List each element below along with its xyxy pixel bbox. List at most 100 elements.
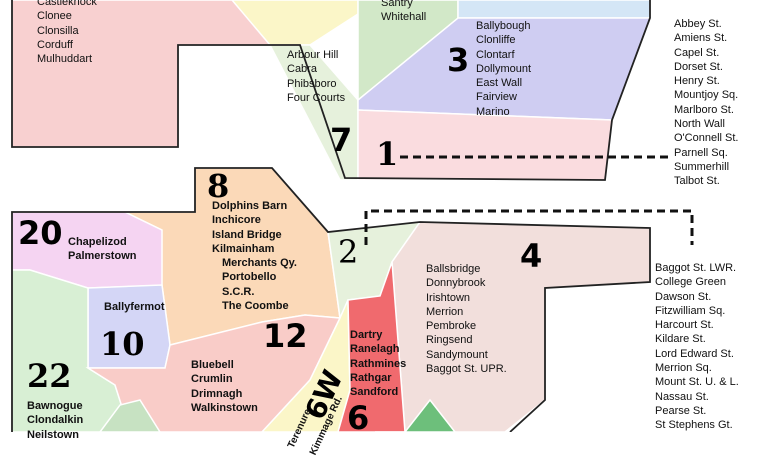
place-label: Sandymount — [426, 348, 488, 361]
district-14-region[interactable] — [375, 398, 456, 432]
district-9-places: Santry Whitehall — [381, 0, 426, 25]
place-label: Dollymount — [476, 62, 532, 75]
district-10-number: 10 — [100, 325, 145, 363]
district-3-number: 3 — [447, 41, 470, 79]
district-3-places: Ballybough Clonliffe Clontarf Dollymount… — [476, 19, 531, 119]
place-label: Cabra — [287, 63, 317, 76]
place-label: Arbour Hill — [287, 49, 339, 61]
street-label: Summerhill — [674, 160, 730, 173]
street-label: Harcourt St. — [655, 319, 714, 332]
place-label: Inchicore — [212, 214, 261, 227]
street-label: College Green — [655, 276, 726, 289]
place-label: Four Courts — [287, 91, 346, 104]
district-6-region[interactable] — [337, 261, 406, 432]
place-label: Rathgar — [350, 371, 392, 384]
place-label: Fairview — [476, 91, 517, 104]
street-label: O'Connell St. — [674, 132, 739, 145]
district-10-places: Ballyfermot — [104, 300, 165, 314]
place-label: Clontarf — [476, 48, 515, 61]
district-1-street-list: Abbey St. Amiens St. Capel St. Dorset St… — [674, 17, 738, 189]
place-label: Palmerstown — [68, 250, 137, 263]
place-label: Drimnagh — [191, 387, 243, 400]
district-7-number: 7 — [330, 121, 353, 159]
place-label: Bawnogue — [27, 400, 83, 412]
place-label: Dolphins Barn — [212, 200, 288, 212]
district-8-places: Dolphins Barn Inchicore Island Bridge Ki… — [212, 199, 297, 313]
district-4-places: Ballsbridge Donnybrook Irishtown Merrion… — [426, 262, 507, 376]
place-label: Portobello — [222, 271, 277, 284]
district-11-region[interactable] — [231, 0, 359, 46]
place-label: Merchants Qy. — [222, 257, 297, 270]
place-label: Chapelizod — [68, 236, 127, 248]
place-label: Ballybough — [476, 20, 531, 32]
street-label: North Wall — [674, 118, 725, 131]
street-label: Dawson St. — [655, 290, 712, 303]
district-4-number: 4 — [520, 237, 543, 275]
place-label: Kilmainham — [212, 242, 275, 255]
street-label: St Stephens Gt. — [655, 419, 733, 432]
district-7-places: Arbour Hill Cabra Phibsboro Four Courts — [287, 48, 345, 105]
place-label: Donnybrook — [426, 277, 486, 290]
place-label: Clonsilla — [37, 24, 79, 37]
district-2-street-list: Baggot St. LWR. College Green Dawson St.… — [655, 261, 739, 433]
place-label: S.C.R. — [222, 285, 255, 298]
place-label: Ballyfermot — [104, 301, 165, 313]
place-label: Neilstown — [27, 428, 79, 441]
district-6-number: 6 — [347, 399, 370, 437]
place-label: Clonee — [37, 10, 72, 23]
place-label: Irishtown — [426, 291, 471, 304]
dublin-postal-district-map — [0, 0, 694, 432]
street-label: Henry St. — [674, 75, 720, 88]
street-label: Nassau St. — [655, 390, 709, 403]
street-label: Dorset St. — [674, 60, 723, 73]
place-label: Ballsbridge — [426, 263, 481, 275]
place-label: Ranelagh — [350, 343, 400, 356]
place-label: Crumlin — [191, 373, 233, 386]
place-label: Clonliffe — [476, 34, 516, 47]
street-label: Talbot St. — [674, 175, 720, 188]
place-label: Phibsboro — [287, 77, 337, 90]
place-label: Rathmines — [350, 357, 407, 370]
district-6-places: Dartry Ranelagh Rathmines Rathgar Sandfo… — [350, 328, 406, 399]
place-label: Castleknock — [37, 0, 97, 8]
place-label: Merrion — [426, 305, 464, 318]
district-8-number: 8 — [207, 167, 230, 205]
street-label: Fitzwilliam Sq. — [655, 304, 726, 317]
place-label: Bluebell — [191, 359, 234, 371]
place-label: The Coombe — [222, 300, 289, 313]
place-label: Ringsend — [426, 334, 473, 347]
place-label: Whitehall — [381, 11, 427, 24]
place-label: Corduff — [37, 38, 73, 51]
place-label: Marino — [476, 105, 510, 118]
street-label: Abbey St. — [674, 18, 722, 30]
district-1-number: 1 — [376, 135, 399, 173]
street-label: Mount St. U. & L. — [655, 376, 739, 389]
district-2-number: 2 — [338, 233, 359, 271]
place-label: Pembroke — [426, 320, 477, 333]
street-label: Kildare St. — [655, 333, 706, 346]
street-label: Amiens St. — [674, 32, 728, 45]
place-label: East Wall — [476, 77, 523, 90]
place-label: Mulhuddart — [37, 53, 93, 66]
street-label: Merrion Sq. — [655, 362, 712, 375]
place-label: Dartry — [350, 329, 383, 341]
street-label: Mountjoy Sq. — [674, 89, 739, 102]
district-22-number: 22 — [27, 357, 72, 395]
street-label: Lord Edward St. — [655, 347, 734, 360]
street-label: Parnell Sq. — [674, 146, 728, 159]
street-label: Pearse St. — [655, 404, 707, 417]
place-label: Santry — [381, 0, 413, 9]
place-label: Island Bridge — [212, 228, 282, 241]
district-24-region[interactable] — [99, 399, 161, 432]
place-label: Baggot St. UPR. — [426, 363, 507, 376]
district-2-leader-line — [364, 209, 694, 245]
district-12-places: Bluebell Crumlin Drimnagh Walkinstown — [191, 358, 258, 415]
district-20-places: Chapelizod Palmerstown — [68, 235, 136, 264]
street-label: Baggot St. LWR. — [655, 262, 737, 274]
district-15-places: Castleknock Clonee Clonsilla Corduff Mul… — [37, 0, 97, 66]
district-20-number: 20 — [18, 214, 63, 252]
district-12-number: 12 — [263, 317, 308, 355]
district-5-region[interactable] — [457, 0, 651, 19]
street-label: Capel St. — [674, 46, 720, 59]
street-label: Marlboro St. — [674, 103, 734, 116]
